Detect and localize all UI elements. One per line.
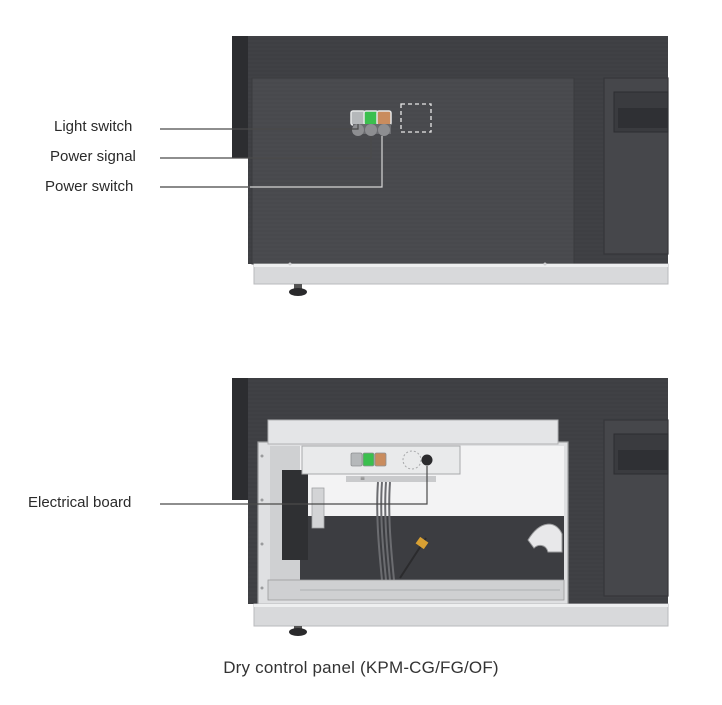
label-power-signal: Power signal <box>50 148 136 165</box>
power-switch-button[interactable] <box>376 110 392 126</box>
board-light-switch[interactable] <box>350 452 363 467</box>
leveling-foot <box>289 288 307 296</box>
door-handle <box>618 450 668 470</box>
empty-button-slot <box>400 103 432 133</box>
label-light-switch: Light switch <box>54 118 133 135</box>
figure-caption: Dry control panel (KPM-CG/FG/OF) <box>223 658 499 677</box>
cable-bundle <box>376 481 395 581</box>
drain-fitting <box>527 523 563 553</box>
board-connector <box>421 454 433 466</box>
board-power-switch[interactable] <box>374 452 387 467</box>
label-electrical-board: Electrical board <box>28 494 132 511</box>
leader-line-power-signal <box>160 136 372 159</box>
power-signal-indicator <box>363 110 379 126</box>
bottom-view-cabinet: ≡ <box>160 378 669 636</box>
leader-line-electrical-board <box>160 466 428 505</box>
control-panel-cover <box>251 77 575 265</box>
leader-line-light-switch <box>160 124 359 130</box>
label-power-switch: Power switch <box>45 178 134 195</box>
board-power-signal <box>362 452 375 467</box>
leveling-foot <box>289 628 307 636</box>
light-switch-button[interactable] <box>350 110 366 126</box>
base-plinth <box>253 603 669 627</box>
lifted-cover <box>267 419 559 445</box>
svg-text:≡: ≡ <box>360 475 365 482</box>
top-view-cabinet <box>160 36 669 296</box>
door-handle <box>618 108 668 128</box>
